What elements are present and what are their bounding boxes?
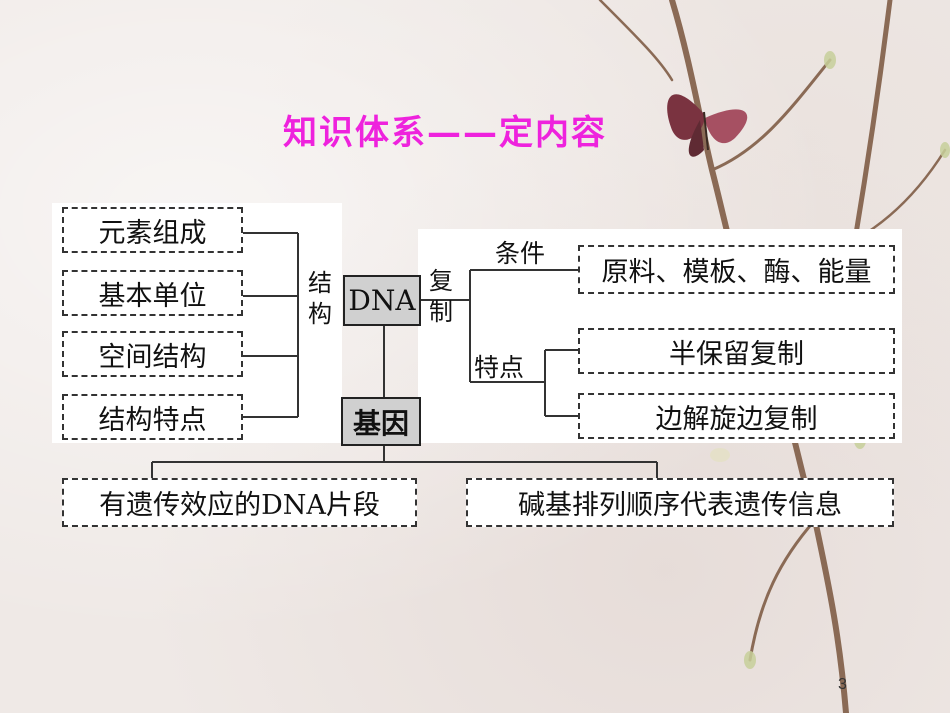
gene-definition-sequence: 碱基排列顺序代表遗传信息 [466, 478, 894, 527]
feature-semiconservative-box: 半保留复制 [578, 328, 895, 374]
structure-item-structural-features: 结构特点 [62, 394, 243, 440]
gene-node: 基因 [341, 397, 421, 446]
structure-item-basic-unit: 基本单位 [62, 270, 243, 316]
structure-item-element-composition: 元素组成 [62, 207, 243, 253]
features-label: 特点 [474, 353, 525, 382]
page-title: 知识体系——定内容 [283, 113, 607, 153]
conditions-label: 条件 [495, 239, 546, 268]
structure-item-spatial-structure: 空间结构 [62, 331, 243, 377]
feature-unwind-replicate-box: 边解旋边复制 [578, 393, 895, 439]
replication-label: 复 制 [429, 267, 453, 326]
dna-node: DNA [343, 275, 421, 326]
gene-definition-fragment: 有遗传效应的DNA片段 [62, 478, 417, 527]
replication-conditions-box: 原料、模板、酶、能量 [578, 245, 895, 294]
page-number: 3 [838, 676, 847, 693]
butterfly-icon [667, 94, 748, 157]
structure-label: 结 构 [308, 269, 332, 328]
